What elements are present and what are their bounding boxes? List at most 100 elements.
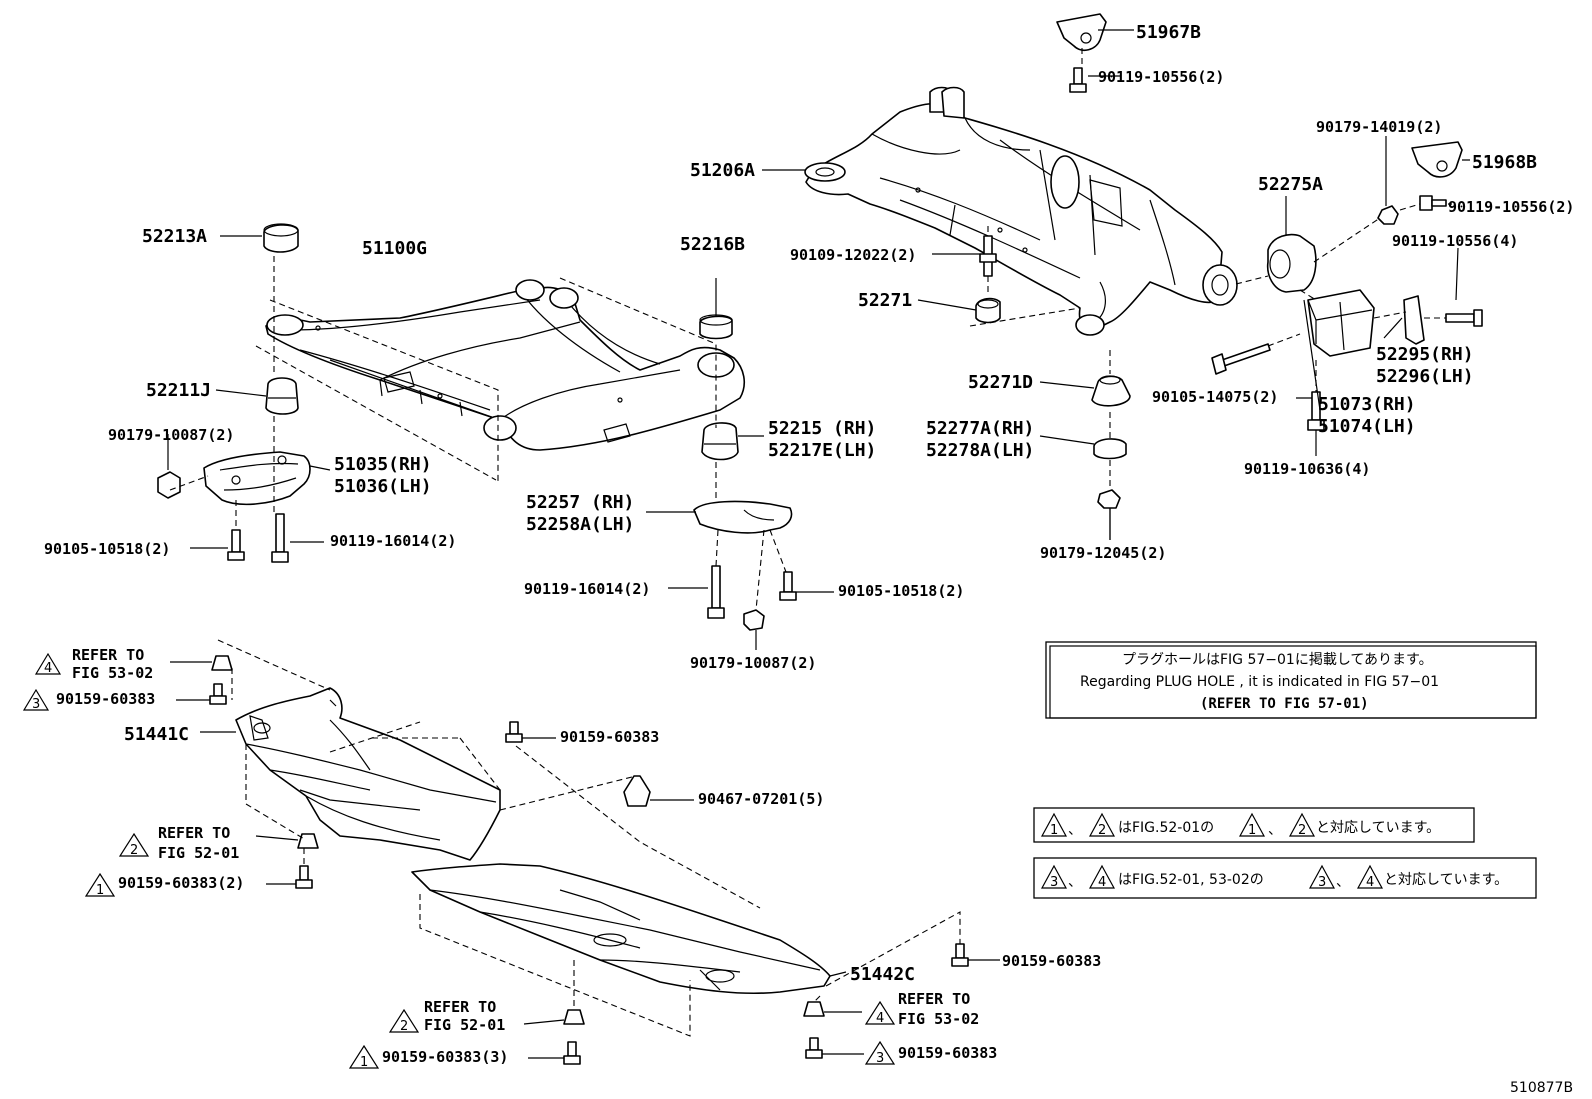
note1-triangle-1b [1238,812,1266,837]
bolt-90159-60383-mid [505,721,523,743]
figure-id: 510877B [1510,1080,1573,1096]
label-51074: 51074(LH) [1318,416,1416,437]
svg-text:3: 3 [32,697,40,712]
label-51441c: 51441C [124,724,189,745]
triangle-3-bottom [864,1040,896,1065]
under-cover-51441c [235,687,501,861]
label-90159-60383-a: 90159-60383 [56,690,155,708]
label-90159-60383-d: 90159-60383 [1002,952,1101,970]
under-cover-51442c [411,863,831,995]
label-52213a: 52213A [142,226,207,247]
label-52217e: 52217E(LH) [768,440,876,461]
label-90105-14075: 90105-14075(2) [1152,388,1278,406]
note2-triangle-4a [1088,864,1116,889]
label-90179-12045: 90179-12045(2) [1040,544,1166,562]
rear-crossmember-51206a [804,86,1238,336]
reference-triangles: 4 3 2 1 2 1 4 3 [22,652,896,1070]
bolt-90159-60383-ref1-bottom [563,1041,581,1065]
correspondence-note-1: 1 、 2 はFIG.52-01の 1 、 2 と対応しています。 [1033,807,1475,843]
part-labels: 51967B 90119-10556(2) 90179-14019(2) 519… [44,22,1574,1096]
note1-triangle-1a [1040,812,1068,837]
bolt-90119-10556-right [1419,195,1447,211]
svg-text:4: 4 [1366,875,1374,890]
clip-ref4-bottom [803,1001,825,1017]
label-90467-07201: 90467-07201(5) [698,790,824,808]
triangle-4-top [34,652,62,675]
bushing-52216b [699,314,733,340]
note2-triangle-3b [1308,864,1336,889]
triangle-1-left [84,872,116,897]
svg-text:はFIG.52-01の: はFIG.52-01の [1118,820,1214,836]
label-90119-10636: 90119-10636(4) [1244,460,1370,478]
svg-text:3: 3 [876,1051,884,1066]
label-52271d: 52271D [968,372,1033,393]
bracket-51035 [203,451,311,506]
label-refer-to-2-left: REFER TO [158,824,230,842]
label-52271: 52271 [858,290,912,311]
label-90105-10518-a: 90105-10518(2) [44,540,170,558]
label-52215: 52215 (RH) [768,418,876,439]
bushing-52215 [701,422,739,461]
bushing-52275a [1266,233,1317,293]
svg-text:4: 4 [876,1011,884,1026]
alignment-lines [169,48,1446,1037]
label-refer-to-4-bottom: REFER TO [898,990,970,1008]
label-90119-16014-a: 90119-16014(2) [330,532,456,550]
triangle-2-bottom [388,1008,420,1033]
bolt-90119-10556-4 [1445,309,1483,327]
triangle-1-bottom [348,1044,380,1069]
triangle-3-top [22,688,50,711]
svg-text:、: 、 [1068,822,1082,838]
svg-text:2: 2 [1098,823,1106,838]
clip-ref2-bottom [563,1009,585,1025]
note2-triangle-3a [1040,864,1068,889]
label-52211j: 52211J [146,380,211,401]
label-90179-10087-a: 90179-10087(2) [108,426,234,444]
svg-text:1: 1 [1050,823,1058,838]
bolt-90159-60383-ref1-left [295,865,313,889]
label-52296: 52296(LH) [1376,366,1474,387]
svg-text:2: 2 [1298,823,1306,838]
nut-90179-14019 [1377,205,1399,225]
clip-90467-07201 [623,775,651,807]
label-90159-60383-c: 90159-60383(2) [118,874,244,892]
svg-text:4: 4 [44,661,52,676]
triangle-4-bottom [864,1000,896,1025]
plug-hole-note-en: Regarding PLUG HOLE , it is indicated in… [1080,674,1439,690]
label-90159-60383-b: 90159-60383 [560,728,659,746]
label-51967b: 51967B [1136,22,1201,43]
label-51035: 51035(RH) [334,454,432,475]
label-fig-53-02-top: FIG 53-02 [72,664,153,682]
svg-text:はFIG.52-01, 53-02の: はFIG.52-01, 53-02の [1118,872,1264,888]
label-refer-to-2-bottom: REFER TO [424,998,496,1016]
label-52258a: 52258A(LH) [526,514,634,535]
label-51073: 51073(RH) [1318,394,1416,415]
label-51036: 51036(LH) [334,476,432,497]
bolt-90159-60383-ref3-bottom [805,1037,823,1059]
plug-hole-note: プラグホールはFIG 57−01に掲載してあります。 Regarding PLU… [1045,641,1537,719]
bracket-51968b [1411,141,1463,178]
label-51206a: 51206A [690,160,755,181]
label-51968b: 51968B [1472,152,1537,173]
label-fig-53-02-bottom: FIG 53-02 [898,1010,979,1028]
bolt-90159-60383-right [951,943,969,967]
label-90179-10087-b: 90179-10087(2) [690,654,816,672]
label-90119-10556-2a: 90119-10556(2) [1098,68,1224,86]
note1-triangle-2b [1288,812,1316,837]
label-fig-52-01-left: FIG 52-01 [158,844,239,862]
svg-text:2: 2 [130,843,138,858]
label-90179-14019: 90179-14019(2) [1316,118,1442,136]
label-52257: 52257 (RH) [526,492,634,513]
plug-hole-note-ref: (REFER TO FIG 57-01) [1200,696,1369,712]
label-52275a: 52275A [1258,174,1323,195]
svg-text:と対応しています。: と対応しています。 [1316,820,1440,836]
bushing-52213a [263,223,299,253]
label-51100g: 51100G [362,238,427,259]
svg-text:、: 、 [1268,822,1282,838]
label-90105-10518-b: 90105-10518(2) [838,582,964,600]
bolt-90119-10556-top [1069,67,1087,93]
svg-text:3: 3 [1318,875,1326,890]
clip-ref2-left [297,833,319,849]
bracket-52295 [1403,295,1425,345]
svg-text:2: 2 [400,1019,408,1034]
